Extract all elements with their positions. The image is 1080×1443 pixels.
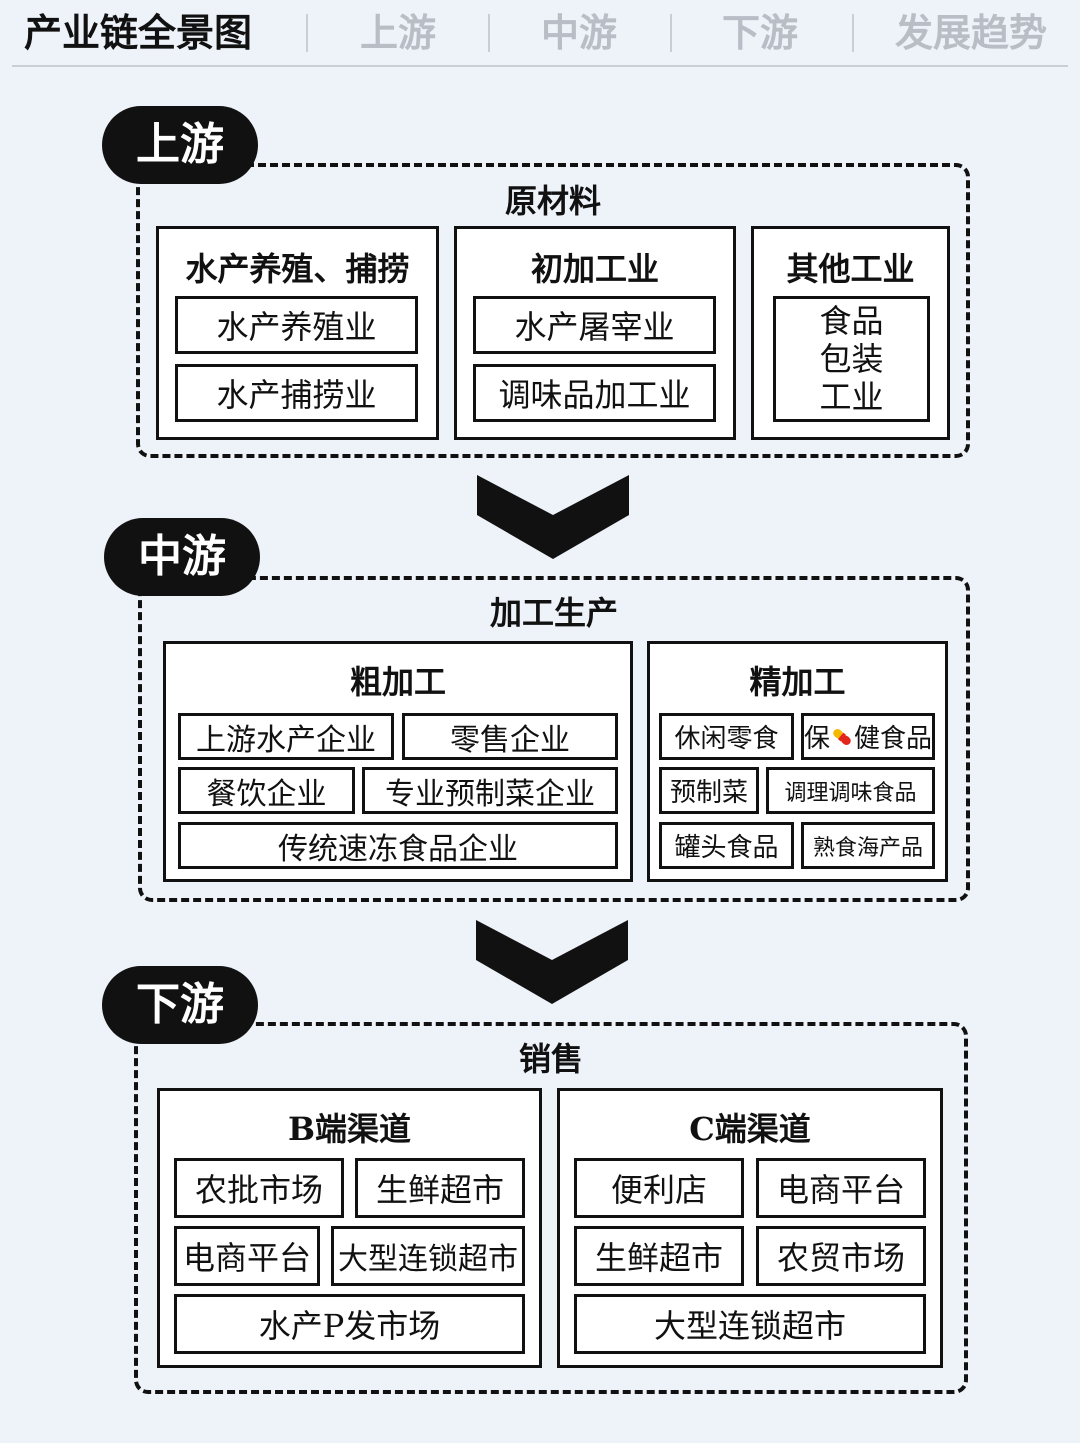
- downstream-title: 销售: [518, 1040, 583, 1078]
- item-prepared-dishes: 预制菜: [659, 767, 759, 814]
- item-chain-supermarket: 大型连锁超市: [574, 1294, 926, 1354]
- item-health-food-suffix: 健食品: [853, 724, 932, 754]
- upstream-section: [136, 163, 970, 458]
- item-line: 食品: [819, 302, 884, 340]
- item-retail-enterprise: 零售企业: [402, 713, 618, 760]
- item-aquatic-wholesale: 水产P发市场: [174, 1294, 525, 1354]
- tab-overview[interactable]: 产业链全景图: [24, 10, 253, 55]
- chevron-down-icon: [476, 920, 628, 1004]
- item-upstream-enterprise: 上游水产企业: [178, 713, 394, 760]
- tab-upstream[interactable]: 上游: [360, 10, 437, 55]
- downstream-section: [134, 1022, 968, 1394]
- item-health-food: 保 健食品: [801, 713, 935, 760]
- midstream-section: [138, 576, 970, 902]
- upstream-label: 上游: [102, 106, 258, 184]
- item-canned-food: 罐头食品: [659, 822, 794, 869]
- item-farmers-market: 农贸市场: [756, 1226, 926, 1286]
- group-title: 初加工业: [530, 250, 659, 288]
- group-title: C端渠道: [689, 1110, 811, 1148]
- item-cooked-seafood: 熟食海产品: [801, 822, 935, 869]
- item-line: 工业: [819, 378, 884, 416]
- item-ecommerce: 电商平台: [174, 1226, 320, 1286]
- item-health-food-prefix: 保: [804, 724, 831, 754]
- group-title: 水产养殖、捕捞: [185, 250, 410, 288]
- upstream-title: 原材料: [504, 182, 601, 220]
- item-fresh-supermarket: 生鲜超市: [355, 1158, 525, 1218]
- item-fishing: 水产捕捞业: [175, 364, 418, 422]
- item-snacks: 休闲零食: [659, 713, 794, 760]
- item-catering-enterprise: 餐饮企业: [178, 767, 355, 814]
- item-food-packaging: 食品 包装 工业: [773, 296, 930, 422]
- group-title: B端渠道: [287, 1110, 412, 1148]
- group-title: 粗加工: [349, 663, 446, 701]
- item-frozen-food-enterprise: 传统速冻食品企业: [178, 822, 618, 869]
- tab-underline: [12, 65, 1068, 67]
- downstream-label: 下游: [102, 966, 258, 1044]
- tab-midstream[interactable]: 中游: [541, 10, 618, 55]
- midstream-label: 中游: [104, 518, 260, 596]
- tab-separator: [306, 14, 308, 52]
- item-prepared-food-enterprise: 专业预制菜企业: [362, 767, 618, 814]
- tab-separator: [670, 14, 672, 52]
- item-chain-supermarket: 大型连锁超市: [331, 1226, 525, 1286]
- tab-trends[interactable]: 发展趋势: [895, 10, 1048, 55]
- chevron-down-icon: [477, 475, 629, 559]
- item-wholesale-market: 农批市场: [174, 1158, 344, 1218]
- item-line: 包装: [819, 340, 884, 378]
- midstream-title: 加工生产: [489, 594, 618, 632]
- pill-capsule-icon: [833, 728, 851, 745]
- item-ecommerce: 电商平台: [756, 1158, 926, 1218]
- group-title: 其他工业: [786, 250, 915, 288]
- item-slaughtering: 水产屠宰业: [473, 296, 716, 354]
- item-fresh-supermarket: 生鲜超市: [574, 1226, 744, 1286]
- tab-separator: [488, 14, 490, 52]
- item-aquaculture: 水产养殖业: [175, 296, 418, 354]
- tab-downstream[interactable]: 下游: [722, 10, 799, 55]
- item-seasoned-food: 调理调味食品: [766, 767, 935, 814]
- item-seasoning-processing: 调味品加工业: [473, 364, 716, 422]
- item-convenience-store: 便利店: [574, 1158, 744, 1218]
- tab-separator: [852, 14, 854, 52]
- group-title: 精加工: [749, 663, 846, 701]
- tab-bar: 产业链全景图 上游 中游 下游 发展趋势: [0, 0, 1080, 68]
